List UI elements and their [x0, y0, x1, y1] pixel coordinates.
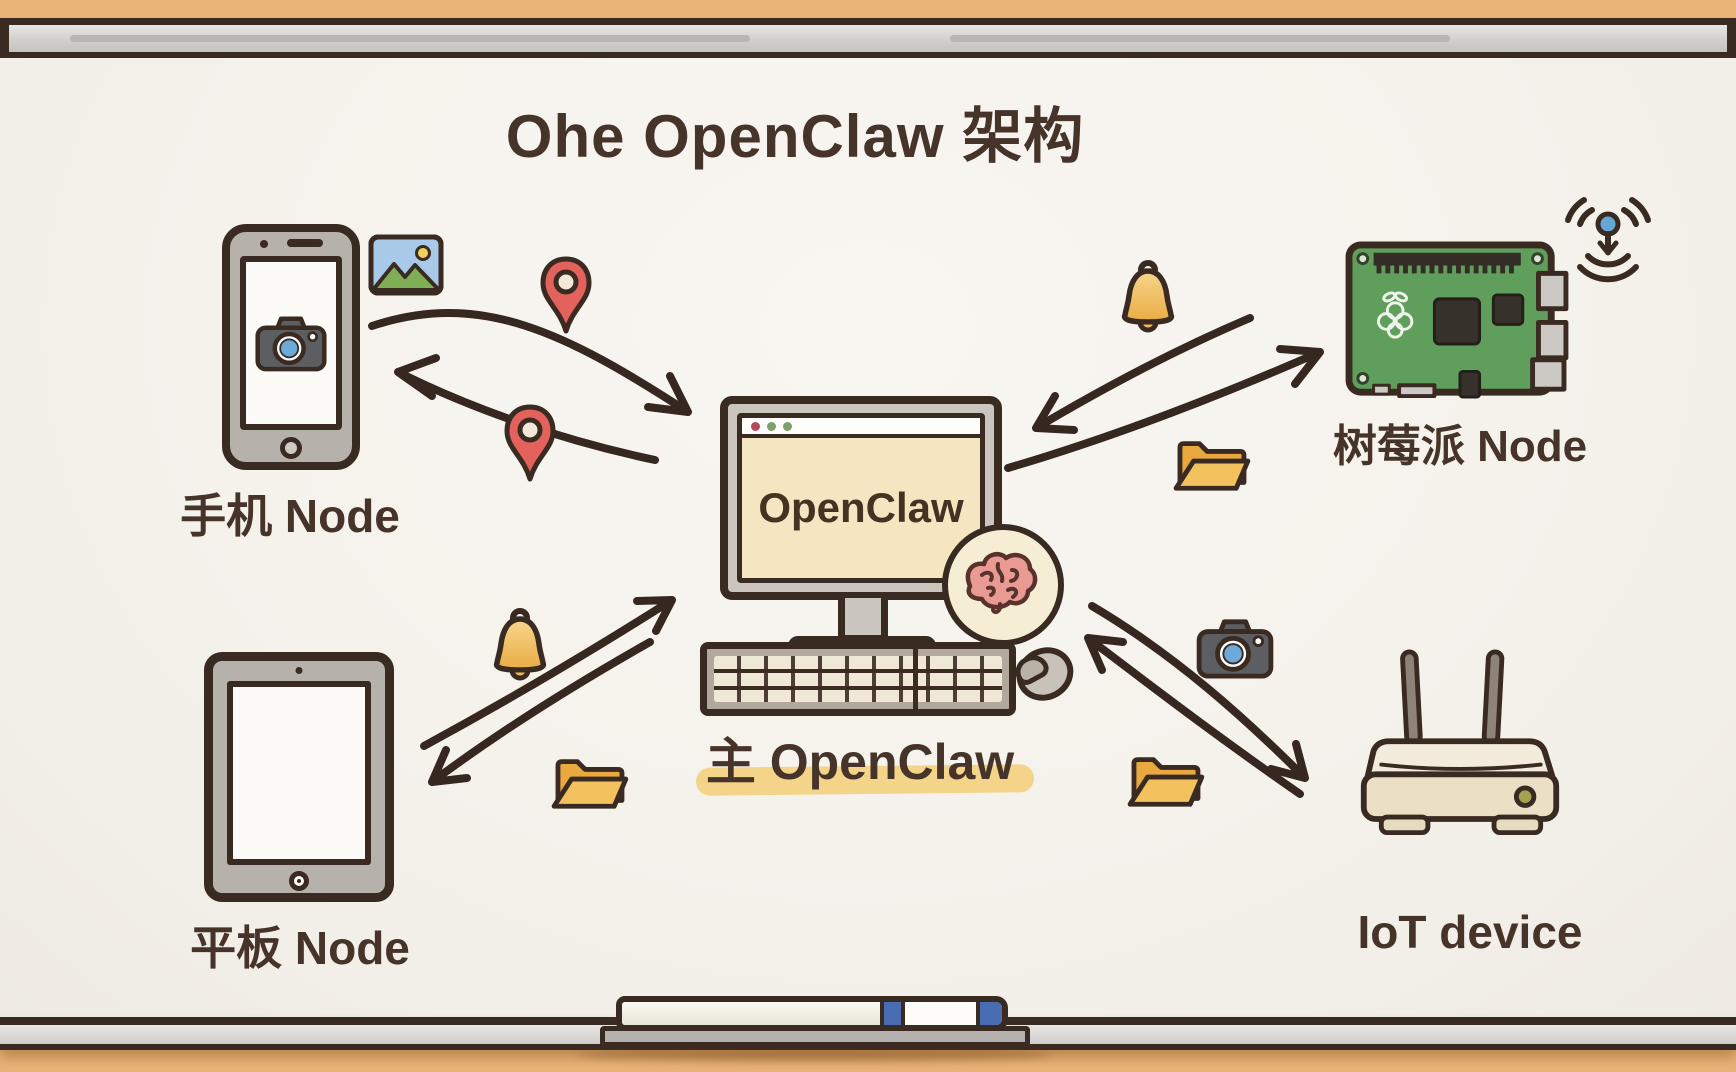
- tablet-front-camera: [295, 667, 303, 674]
- whiteboard-top-rail: [0, 18, 1736, 58]
- camera-on-phone-icon: [255, 313, 327, 373]
- rail-end-cap-right: [1727, 18, 1736, 58]
- window-dot-green: [767, 421, 776, 431]
- marker-pen-icon: [616, 996, 1008, 1031]
- main-computer-monitor: OpenClaw: [720, 396, 1002, 600]
- location-pin-icon: [538, 256, 594, 334]
- phone-home-button: [280, 437, 302, 459]
- photo-icon: [368, 234, 444, 296]
- camera-icon: [1196, 616, 1274, 680]
- folder-icon: [1170, 432, 1252, 496]
- screen-app-name: OpenClaw: [742, 438, 980, 578]
- folder-icon: [1124, 748, 1206, 812]
- arrow-main-to-iot: [1088, 602, 1309, 782]
- phone-speaker: [287, 239, 323, 247]
- window-dot-red: [751, 421, 760, 431]
- caption-text: 主 OpenClaw: [705, 734, 1015, 790]
- iot-node-label: IoT device: [1357, 906, 1583, 958]
- arrow-main-to-tablet: [428, 638, 654, 786]
- raspberry-logo: [1377, 291, 1414, 339]
- window-dot-green: [783, 421, 792, 431]
- keyboard-icon: [700, 642, 1016, 716]
- arrow-tablet-to-main: [420, 596, 676, 750]
- location-pin-icon: [502, 404, 558, 482]
- bell-icon: [1112, 258, 1184, 342]
- tray-shadow: [578, 1048, 1052, 1061]
- wifi-signal-icon: [1560, 192, 1656, 288]
- phone-front-camera: [260, 240, 268, 248]
- arrow-main-to-rpi: [1004, 345, 1324, 472]
- phone-node-label: 手机 Node: [180, 490, 400, 542]
- monitor-screen: OpenClaw: [737, 413, 985, 583]
- tablet-node-label: 平板 Node: [190, 922, 410, 974]
- arrow-phone-to-main: [368, 309, 692, 416]
- tablet-device: [204, 652, 394, 902]
- iot-router-device: [1360, 649, 1560, 836]
- phone-device: [222, 224, 360, 470]
- router-led: [1513, 785, 1537, 808]
- folder-icon: [548, 750, 630, 814]
- tablet-home-button: [289, 871, 309, 891]
- keyboard-numpad-divider: [913, 649, 918, 709]
- arrow-rpi-to-main: [1032, 314, 1254, 434]
- bell-icon: [484, 606, 556, 690]
- raspberry-pi-board: [1345, 241, 1569, 399]
- browser-titlebar: [742, 418, 980, 438]
- main-node-caption: 主 OpenClaw: [660, 722, 1060, 796]
- tablet-screen: [227, 681, 371, 865]
- phone-screen: [240, 256, 342, 430]
- diagram-title: Ohe OpenClaw 架构: [505, 103, 1085, 170]
- brain-icon: [938, 520, 1068, 650]
- rail-end-cap-left: [0, 18, 9, 58]
- raspberry-pi-node-label: 树莓派 Node: [1332, 422, 1588, 471]
